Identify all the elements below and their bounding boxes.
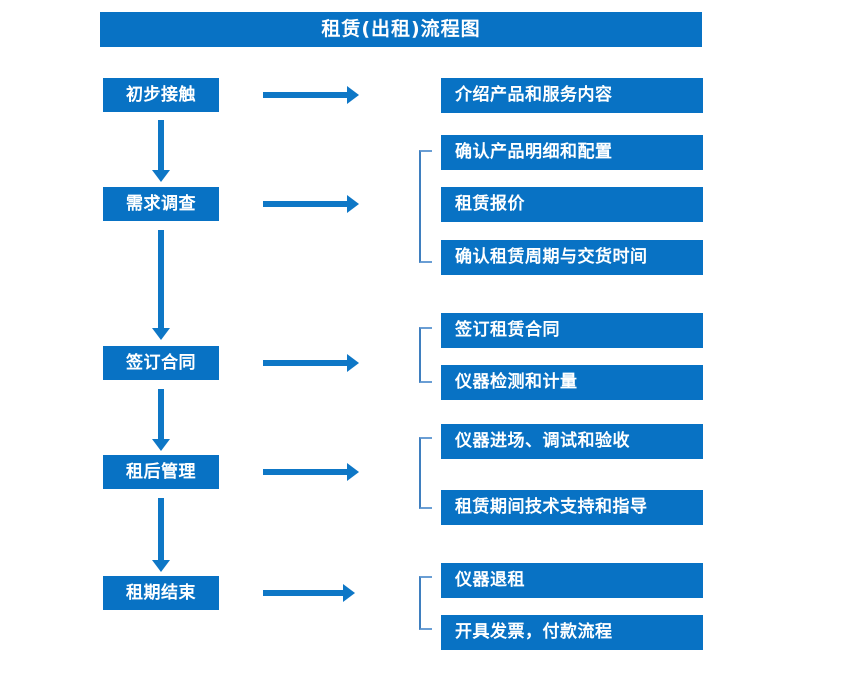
detail-box-kai-ju-fa-piao-fu-kuan-liu-cheng[interactable]: 开具发票，付款流程	[441, 615, 703, 650]
group-bracket-qian-ding-he-tong	[419, 327, 432, 383]
detail-box-yi-qi-jin-chang-tiao-shi-he-yan-shou[interactable]: 仪器进场、调试和验收	[441, 424, 703, 459]
group-bracket-xu-qiu-diao-cha	[419, 150, 432, 263]
stage-box-chu-bu-jie-chu[interactable]: 初步接触	[103, 78, 219, 112]
detail-box-qian-ding-zu-lin-he-tong[interactable]: 签订租赁合同	[441, 313, 703, 348]
stage-box-xu-qiu-diao-cha[interactable]: 需求调查	[103, 187, 219, 221]
flow-arrow-down-4	[152, 498, 170, 572]
flow-arrow-down-1	[152, 120, 170, 182]
detail-box-zu-lin-qi-jian-ji-shu-zhi-chi-he-zhi-dao[interactable]: 租赁期间技术支持和指导	[441, 490, 703, 525]
group-bracket-zu-hou-guan-li	[419, 437, 432, 509]
detail-box-que-ren-zu-lin-zhou-qi-yu-jiao-huo-shi-jian[interactable]: 确认租赁周期与交货时间	[441, 240, 703, 275]
branch-arrow-right-5	[263, 584, 355, 602]
detail-box-yi-qi-jian-ce-he-ji-liang[interactable]: 仪器检测和计量	[441, 365, 703, 400]
flow-arrow-down-2	[152, 230, 170, 340]
group-bracket-zu-qi-jie-shu	[419, 576, 432, 630]
detail-box-zu-lin-bao-jia[interactable]: 租赁报价	[441, 187, 703, 222]
branch-arrow-right-3	[263, 354, 359, 372]
detail-box-que-ren-chan-pin-ming-xi-he-pei-zhi[interactable]: 确认产品明细和配置	[441, 135, 703, 170]
branch-arrow-right-1	[263, 86, 359, 104]
branch-arrow-right-2	[263, 195, 359, 213]
stage-box-zu-qi-jie-shu[interactable]: 租期结束	[103, 576, 219, 610]
detail-box-jie-shao-chan-pin-he-fu-wu-nei-rong[interactable]: 介绍产品和服务内容	[441, 78, 703, 113]
stage-box-qian-ding-he-tong[interactable]: 签订合同	[103, 346, 219, 380]
stage-box-zu-hou-guan-li[interactable]: 租后管理	[103, 455, 219, 489]
branch-arrow-right-4	[263, 463, 359, 481]
flow-arrow-down-3	[152, 389, 170, 451]
detail-box-yi-qi-tui-zu[interactable]: 仪器退租	[441, 563, 703, 598]
page-title: 租赁(出租)流程图	[100, 12, 702, 47]
